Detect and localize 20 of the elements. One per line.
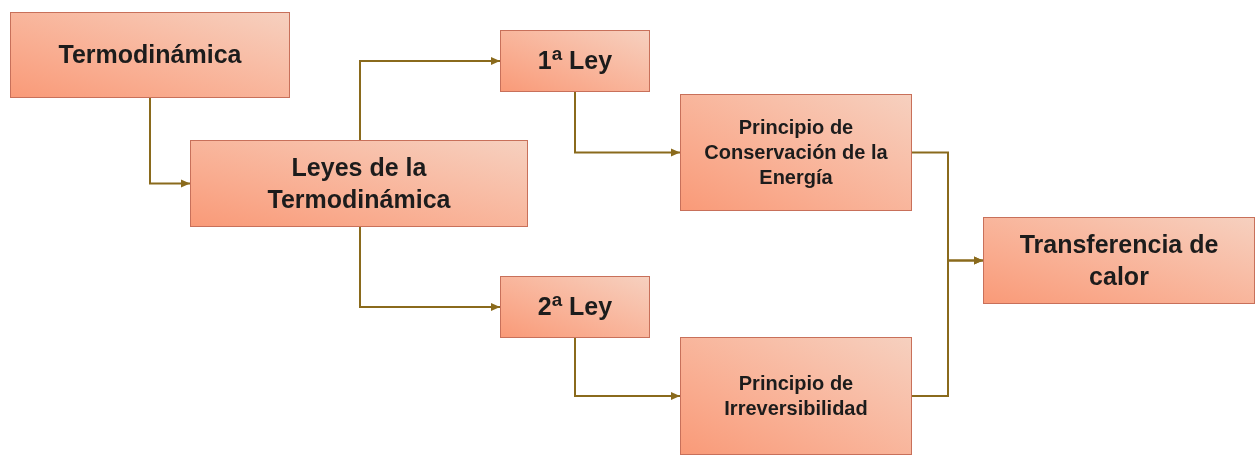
box-label: Leyes de la Termodinámica — [266, 152, 452, 215]
connector-arrow — [359, 57, 501, 141]
connector-arrow — [149, 97, 191, 188]
box-label: Transferencia de calor — [1018, 229, 1220, 292]
connector-arrow — [359, 226, 501, 311]
box-label: 2$^{a}$ Ley — [537, 291, 613, 323]
box-label: 1$^{a}$ Ley — [537, 45, 613, 77]
box-label: Principio de Irreversibilidad — [723, 371, 869, 421]
process-box — [983, 217, 1255, 304]
process-box — [10, 12, 290, 98]
process-box — [190, 140, 528, 227]
process-box — [680, 337, 912, 455]
connector-arrow — [574, 91, 681, 157]
process-box — [500, 30, 650, 92]
process-box — [680, 94, 912, 211]
process-box — [500, 276, 650, 338]
box-label: Principio de Conservación de la Energía — [703, 115, 889, 190]
box-label: Termodinámica — [58, 39, 242, 71]
connector-arrow — [911, 256, 984, 397]
connector-arrow — [574, 337, 681, 400]
